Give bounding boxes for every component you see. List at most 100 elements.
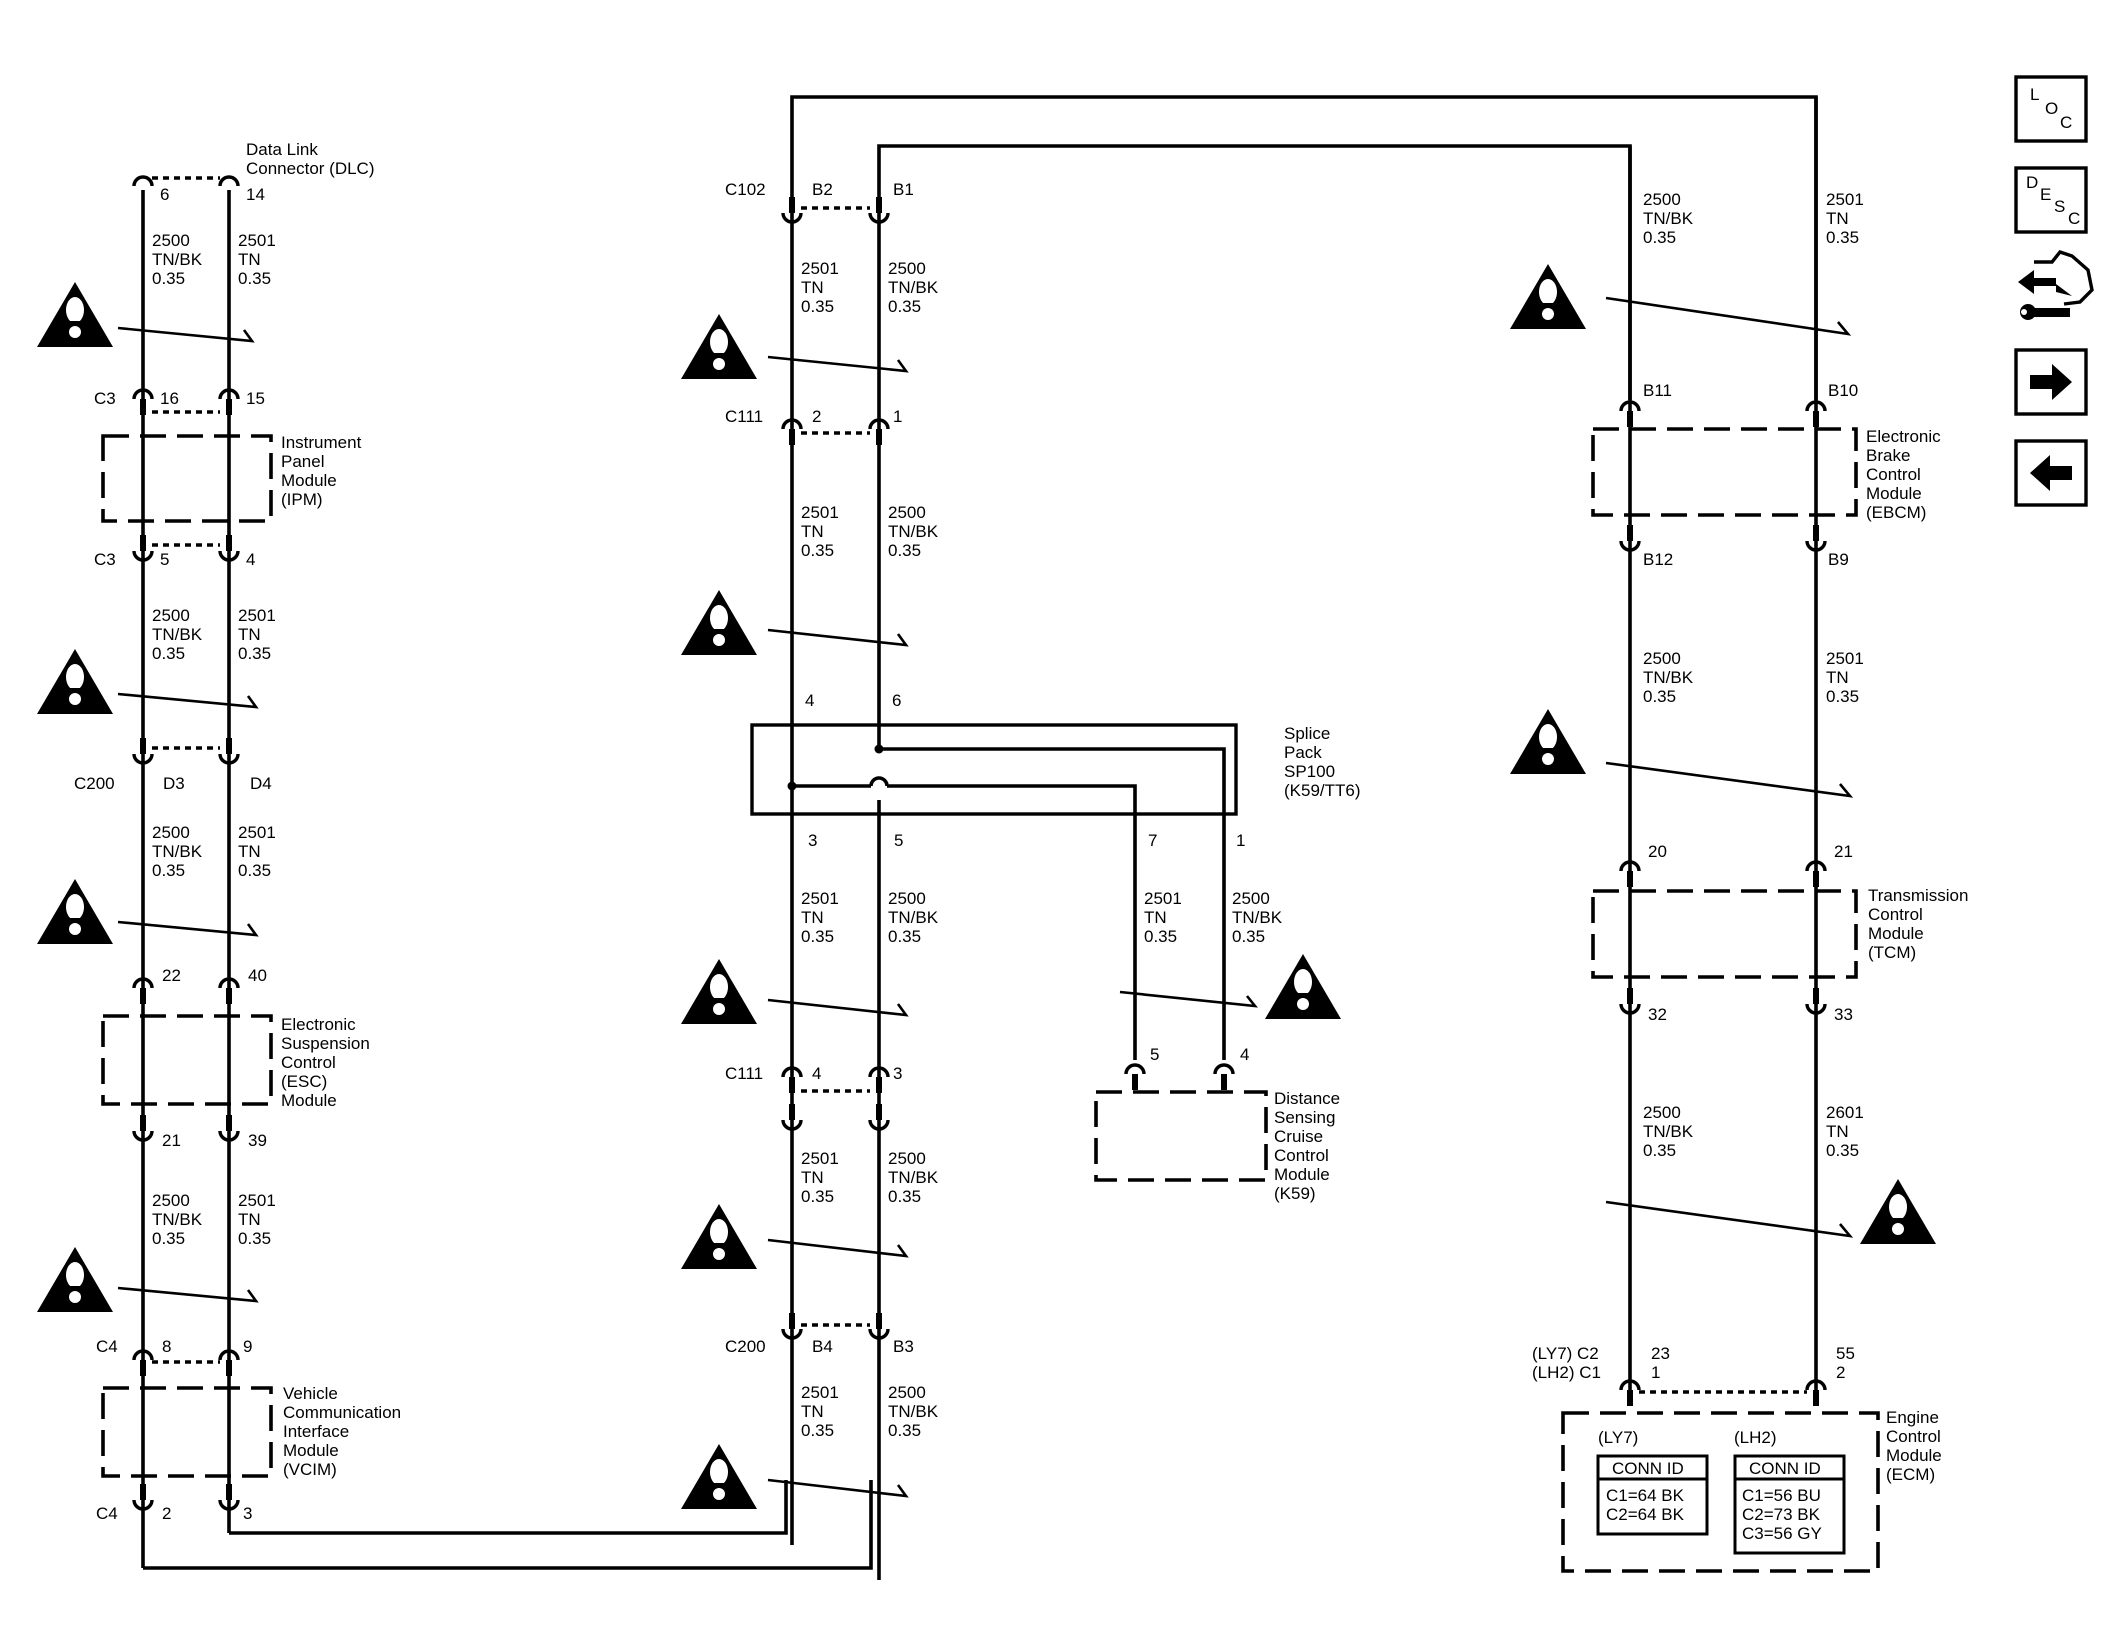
svg-text:TN: TN: [238, 625, 261, 644]
esc-module: 22 40 Electronic Suspension Control (ESC…: [101, 966, 370, 1150]
svg-text:C4: C4: [96, 1337, 118, 1356]
svg-text:0.35: 0.35: [1826, 1141, 1859, 1160]
warning-icon: [681, 1444, 757, 1509]
splice-pack-sp100: 4 6 3 5 7 1 Splice Pack SP100 (K59/TT6): [750, 691, 1361, 1060]
svg-text:0.35: 0.35: [152, 861, 185, 880]
svg-text:8: 8: [162, 1337, 171, 1356]
svg-text:(ESC): (ESC): [281, 1072, 327, 1091]
service-tools-icon[interactable]: [2018, 250, 2094, 320]
warning-icon: [1265, 954, 1341, 1019]
svg-text:2500: 2500: [1643, 1103, 1681, 1122]
svg-text:2500: 2500: [888, 1149, 926, 1168]
svg-text:(LY7): (LY7): [1598, 1428, 1638, 1447]
wire-label-set: 2500 TN/BK 0.35 2601 TN 0.35: [1643, 1103, 1864, 1160]
wire-label-set: 2500 TN/BK 0.35 2501 TN 0.35: [152, 231, 276, 288]
svg-text:TN: TN: [238, 1210, 261, 1229]
ipm-module: C3 16 15 Instrument Panel Module (IPM) C…: [94, 388, 362, 569]
svg-text:(LY7) C2: (LY7) C2: [1532, 1344, 1599, 1363]
svg-text:TN/BK: TN/BK: [152, 625, 203, 644]
svg-text:TN/BK: TN/BK: [888, 1402, 939, 1421]
svg-text:C2=64 BK: C2=64 BK: [1606, 1505, 1685, 1524]
svg-text:0.35: 0.35: [801, 1187, 834, 1206]
svg-text:2501: 2501: [238, 606, 276, 625]
wire-label-set: 2501 TN 0.35 2500 TN/BK 0.35: [801, 1149, 939, 1206]
svg-text:Module: Module: [1866, 484, 1922, 503]
svg-text:Module: Module: [281, 1091, 337, 1110]
svg-text:0.35: 0.35: [888, 541, 921, 560]
next-page-button[interactable]: [2014, 348, 2088, 416]
svg-text:2501: 2501: [801, 889, 839, 908]
svg-text:0.35: 0.35: [888, 927, 921, 946]
svg-text:0.35: 0.35: [1643, 687, 1676, 706]
desc-button[interactable]: D E S C: [2014, 166, 2088, 234]
svg-text:Control: Control: [1866, 465, 1921, 484]
svg-text:2500: 2500: [152, 1191, 190, 1210]
svg-text:2501: 2501: [238, 231, 276, 250]
svg-text:(IPM): (IPM): [281, 490, 323, 509]
svg-text:Communication: Communication: [283, 1403, 401, 1422]
wire-label-set: 2500 TN/BK 0.35 2501 TN 0.35: [152, 606, 276, 663]
svg-text:C3: C3: [94, 550, 116, 569]
vcim-module: C4 8 9 Vehicle Communication Interface M…: [96, 1337, 401, 1523]
svg-text:O: O: [2045, 99, 2058, 118]
svg-text:TN: TN: [801, 1168, 824, 1187]
svg-text:D3: D3: [163, 774, 185, 793]
svg-text:B12: B12: [1643, 550, 1673, 569]
svg-text:TN/BK: TN/BK: [1643, 209, 1694, 228]
wire-label-set: 2500 TN/BK 0.35 2501 TN 0.35: [1643, 190, 1864, 247]
svg-text:CONN ID: CONN ID: [1749, 1459, 1821, 1478]
svg-text:0.35: 0.35: [1826, 228, 1859, 247]
dlc-pin-6: 6: [160, 185, 169, 204]
svg-text:TN: TN: [801, 522, 824, 541]
svg-text:0.35: 0.35: [801, 297, 834, 316]
svg-text:2500: 2500: [888, 1383, 926, 1402]
svg-text:5: 5: [894, 831, 903, 850]
warning-icon: [37, 649, 113, 714]
svg-text:4: 4: [805, 691, 814, 710]
svg-text:TN: TN: [801, 1402, 824, 1421]
svg-text:4: 4: [1240, 1045, 1249, 1064]
svg-text:2: 2: [162, 1504, 171, 1523]
wire-label-set: 2501 TN 0.35 2500 TN/BK 0.35: [801, 503, 939, 560]
warning-icon: [681, 590, 757, 655]
svg-text:2501: 2501: [801, 1149, 839, 1168]
svg-text:2500: 2500: [888, 889, 926, 908]
previous-page-button[interactable]: [2014, 439, 2088, 507]
svg-text:B4: B4: [812, 1337, 833, 1356]
svg-text:TN/BK: TN/BK: [152, 842, 203, 861]
svg-text:C2=73 BK: C2=73 BK: [1742, 1505, 1821, 1524]
svg-text:2501: 2501: [238, 823, 276, 842]
arrow-right-icon: [2030, 364, 2072, 400]
svg-text:6: 6: [892, 691, 901, 710]
svg-text:Sensing: Sensing: [1274, 1108, 1335, 1127]
svg-text:(EBCM): (EBCM): [1866, 503, 1926, 522]
svg-text:0.35: 0.35: [1144, 927, 1177, 946]
svg-text:2500: 2500: [1643, 190, 1681, 209]
svg-text:C: C: [2060, 113, 2072, 132]
svg-text:C1=64 BK: C1=64 BK: [1606, 1486, 1685, 1505]
svg-text:C200: C200: [725, 1337, 766, 1356]
tcm-module: 20 21 Transmission Control Module (TCM) …: [1591, 842, 1968, 1024]
svg-text:Cruise: Cruise: [1274, 1127, 1323, 1146]
svg-text:2501: 2501: [801, 259, 839, 278]
svg-text:TN: TN: [1826, 1122, 1849, 1141]
conn-id-table-ly7: CONN ID C1=64 BK C2=64 BK: [1596, 1454, 1709, 1536]
ecm-module: (LY7) C2 (LH2) C1 23 1 55 2 Engine Contr…: [1532, 1344, 1942, 1573]
warning-icon: [1510, 264, 1586, 329]
svg-text:23: 23: [1651, 1344, 1670, 1363]
svg-text:C200: C200: [74, 774, 115, 793]
svg-text:TN: TN: [1144, 908, 1167, 927]
svg-text:TN/BK: TN/BK: [888, 278, 939, 297]
svg-text:B2: B2: [812, 180, 833, 199]
svg-text:0.35: 0.35: [1232, 927, 1265, 946]
svg-text:E: E: [2040, 185, 2051, 204]
svg-text:2500: 2500: [888, 503, 926, 522]
c200-left-connector: C200 D3 D4: [74, 736, 272, 793]
svg-text:1: 1: [893, 407, 902, 426]
svg-text:2500: 2500: [888, 259, 926, 278]
svg-text:Interface: Interface: [283, 1422, 349, 1441]
svg-text:Control: Control: [1274, 1146, 1329, 1165]
loc-button[interactable]: L O C: [2014, 75, 2088, 143]
svg-text:TN/BK: TN/BK: [888, 522, 939, 541]
svg-text:5: 5: [160, 550, 169, 569]
